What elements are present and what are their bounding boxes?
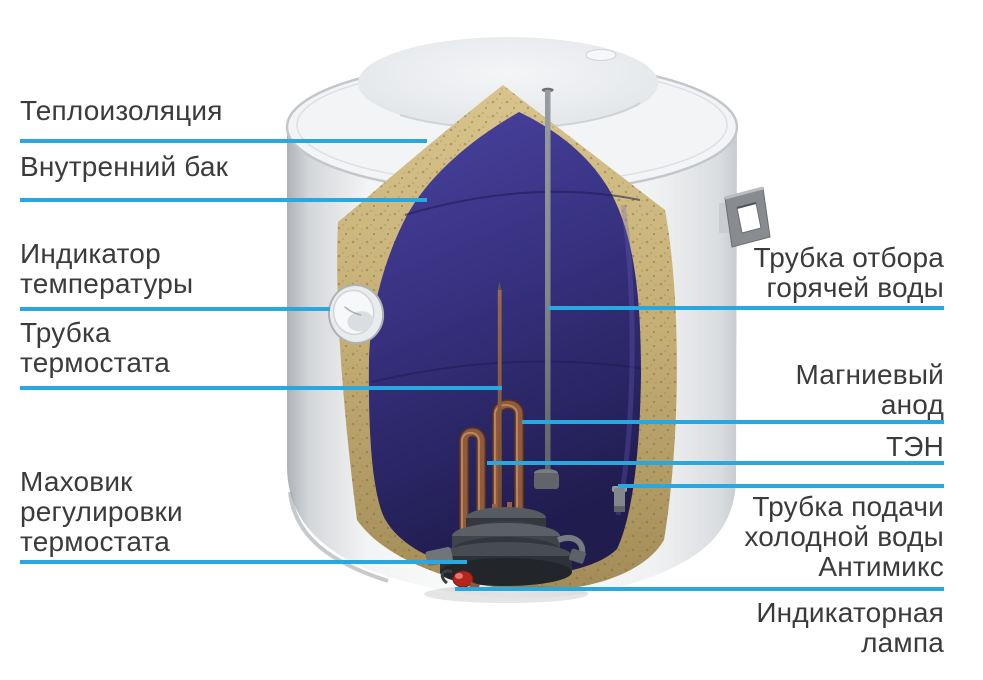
cold-water-tube-leader-line [618, 484, 944, 488]
hot-water-tube-leader-line [548, 306, 944, 310]
thermostat-tube-leader-line [20, 386, 502, 390]
cold-water-tube [612, 486, 627, 512]
insulation-label: Теплоизоляция [20, 95, 223, 126]
hot-water-tube-and-anode [534, 87, 559, 489]
thermostat-knob-label: Маховик регулировки термостата [20, 466, 183, 557]
heating-element-label: ТЭН [885, 431, 944, 462]
temperature-indicator-leader-line [20, 307, 330, 311]
casing-bottom-rim-shading [288, 491, 389, 583]
indicator-lamp-label: Индикаторная лампа [756, 597, 944, 658]
tank-highlight [615, 204, 635, 516]
indicator-lamp [452, 570, 480, 591]
hot-water-tube-label: Трубка отбора горячей воды [753, 242, 944, 303]
thermostat-knob-leader-line [20, 560, 467, 564]
temperature-indicator-label: Индикатор температуры [20, 238, 194, 299]
thermostat-tube [497, 281, 502, 548]
heating-element-leader-line [487, 461, 944, 465]
tank-weld-seam-lower [371, 360, 641, 383]
cold-water-tube-label: Трубка подачи холодной воды Антимикс [744, 491, 944, 582]
temperature-indicator [327, 284, 385, 344]
magnesium-anode-leader-line [522, 420, 944, 424]
inner-tank-label: Внутренний бак [20, 151, 229, 182]
tank-weld-seam-upper [404, 190, 641, 216]
indicator-lamp-leader-line [455, 587, 944, 591]
magnesium-anode-rod [545, 90, 551, 477]
inner-tank-leader-line [20, 198, 427, 202]
magnesium-anode-label: Магниевый анод [795, 359, 944, 420]
top-lid-disc [358, 37, 658, 130]
heating-element [459, 399, 524, 552]
mounting-bracket [719, 186, 771, 248]
insulation-leader-line [20, 139, 427, 143]
thermostat-tube-label: Трубка термостата [20, 317, 171, 378]
inner-tank [368, 112, 641, 576]
